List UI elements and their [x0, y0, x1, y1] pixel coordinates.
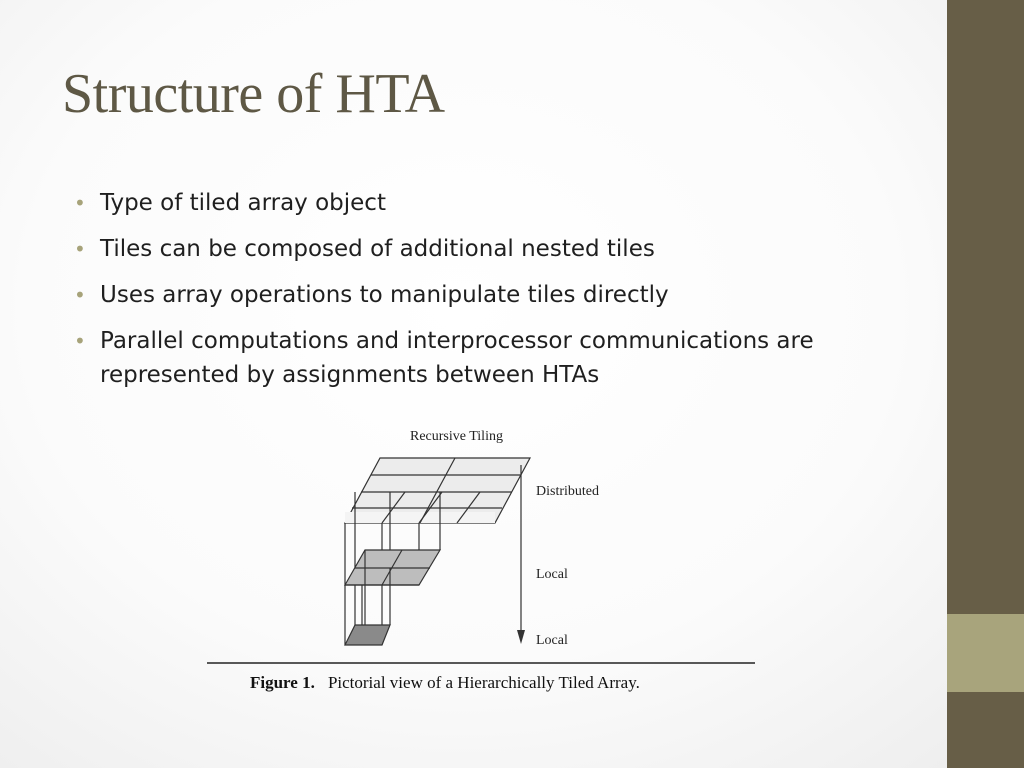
- bullet-text: Type of tiled array object: [100, 190, 386, 216]
- bullet-text: Tiles can be composed of additional nest…: [100, 236, 655, 262]
- slab-divider: [381, 491, 406, 524]
- slab-divider: [418, 491, 443, 524]
- bullet-item: • Parallel computations and interprocess…: [74, 324, 914, 392]
- down-arrow-icon: [517, 630, 525, 644]
- bullet-marker: •: [74, 329, 86, 353]
- slab-divider: [419, 457, 456, 524]
- hta-diagram: Recursive Tiling Distributed Local Local…: [207, 429, 755, 692]
- slab-divider: [456, 491, 481, 524]
- bullet-item: • Uses array operations to manipulate ti…: [74, 278, 914, 312]
- bullet-text: Parallel computations and interprocessor…: [100, 328, 814, 388]
- label-recursive-tiling: Recursive Tiling: [410, 429, 503, 444]
- bullet-marker: •: [74, 283, 86, 307]
- sidebar-accent-light: [947, 614, 1024, 692]
- bullet-item: • Type of tiled array object: [74, 186, 914, 220]
- hta-figure: Recursive Tiling Distributed Local Local…: [200, 420, 760, 700]
- label-local-2: Local: [536, 633, 568, 648]
- caption-text: Pictorial view of a Hierarchically Tiled…: [328, 673, 640, 692]
- label-distributed: Distributed: [536, 484, 599, 499]
- figure-caption: Figure 1. Pictorial view of a Hierarchic…: [250, 673, 640, 692]
- caption-number: Figure 1.: [250, 673, 315, 692]
- slide-title: Structure of HTA: [62, 63, 445, 125]
- tiling-drawing: [207, 457, 755, 664]
- local-divider: [381, 549, 403, 586]
- local-tile: [344, 624, 391, 646]
- label-local-1: Local: [536, 567, 568, 582]
- bullet-list: • Type of tiled array object • Tiles can…: [74, 186, 914, 404]
- bullet-marker: •: [74, 237, 86, 261]
- bullet-item: • Tiles can be composed of additional ne…: [74, 232, 914, 266]
- bullet-marker: •: [74, 191, 86, 215]
- bullet-text: Uses array operations to manipulate tile…: [100, 282, 669, 308]
